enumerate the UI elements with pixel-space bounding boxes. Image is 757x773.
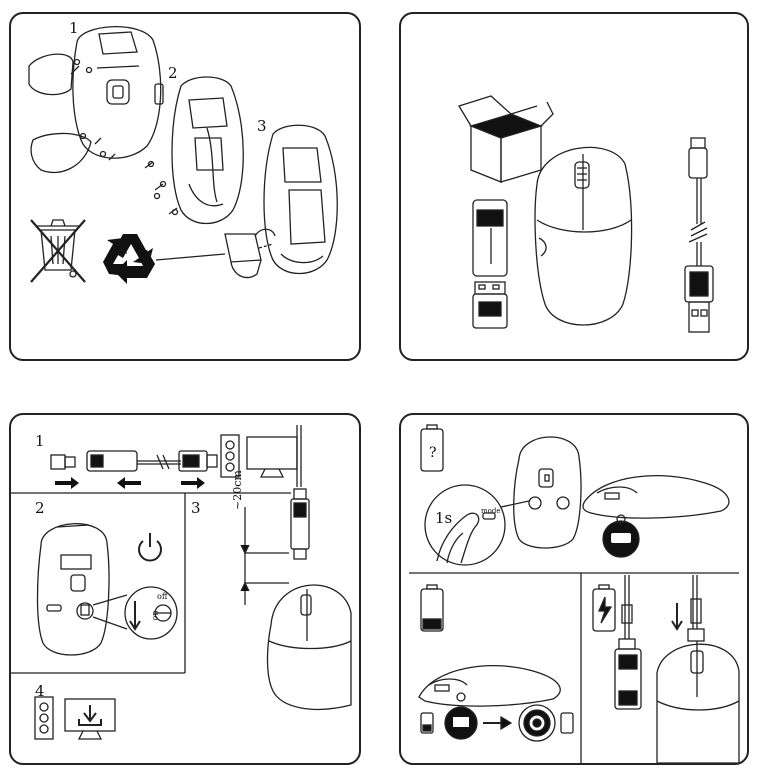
connection-setup-illustration xyxy=(11,425,352,740)
mouse-foot-bottom xyxy=(30,132,92,174)
pairing-indicator-icon xyxy=(602,514,640,558)
cable-icon xyxy=(137,454,181,470)
usb-extender-adapter xyxy=(472,199,508,277)
mouse-internal-frame xyxy=(171,76,244,224)
battery-charging-icon xyxy=(592,584,616,632)
unknown-battery-label: ? xyxy=(429,445,437,461)
box-icon xyxy=(458,95,554,183)
computer-tower-icon xyxy=(220,434,240,478)
recycle-icon xyxy=(103,234,155,284)
usb-plug-icon xyxy=(178,450,218,472)
power-switch-zoom xyxy=(92,586,178,640)
computer-tower-icon-2 xyxy=(34,696,54,740)
switch-off-label: off xyxy=(157,592,168,601)
disassembly-illustration xyxy=(28,26,338,284)
distance-label: ~20cm xyxy=(231,470,244,510)
step-number-2: 2 xyxy=(168,64,178,82)
battery-unknown-icon xyxy=(420,424,444,472)
usb-cable xyxy=(684,137,714,333)
battery-low-icon xyxy=(420,584,444,632)
mouse-bottom-view xyxy=(36,523,110,656)
charging-transition xyxy=(420,704,574,742)
mouse-side-view xyxy=(582,475,730,519)
panel-package-contents xyxy=(399,12,749,361)
step-number-4: 4 xyxy=(35,682,45,700)
mouse-side-view-2 xyxy=(418,665,561,707)
step-number-1: 1 xyxy=(69,19,79,37)
pairing-charging-illustration xyxy=(409,424,740,763)
crossed-bin-icon xyxy=(30,219,86,283)
receiver-icon xyxy=(50,454,76,470)
step1-arrows xyxy=(55,477,205,489)
step-number-3: 3 xyxy=(191,499,201,517)
download-monitor-icon xyxy=(64,698,116,740)
dongle-vertical xyxy=(290,488,310,560)
charging-cable-adapter xyxy=(614,575,642,710)
charging-cable-direct xyxy=(671,575,705,642)
mouse-top-view xyxy=(534,146,633,326)
mouse-bottom-view xyxy=(513,436,582,549)
mouse-bottom-shell xyxy=(72,26,162,159)
step-number-3: 3 xyxy=(257,117,267,135)
mouse-foot-top xyxy=(28,53,74,96)
panel-disassembly: 1 2 3 xyxy=(9,12,361,361)
distance-marker xyxy=(240,507,289,605)
power-icon xyxy=(138,533,162,562)
panel-connection-setup: 1 2 3 4 xyxy=(9,413,361,765)
mode-button-zoom xyxy=(424,484,530,566)
switch-on-label: on xyxy=(150,610,160,621)
screws xyxy=(70,58,179,216)
step-number-1: 1 xyxy=(35,432,45,450)
mouse-top-view-small xyxy=(266,584,352,711)
extender-adapter-icon xyxy=(86,450,138,472)
monitor-icon xyxy=(246,436,298,478)
step-number-2: 2 xyxy=(35,499,45,517)
panel-pairing-charging: ? 1s mode xyxy=(399,413,749,765)
mouse-top-view-charging xyxy=(656,641,740,763)
package-contents-illustration xyxy=(458,95,714,333)
mode-button-label: mode xyxy=(481,507,501,515)
usb-receiver xyxy=(472,281,508,329)
mouse-top-shell-pcb xyxy=(263,124,338,274)
hold-time-label: 1s xyxy=(435,509,453,527)
battery-pack xyxy=(224,233,262,263)
